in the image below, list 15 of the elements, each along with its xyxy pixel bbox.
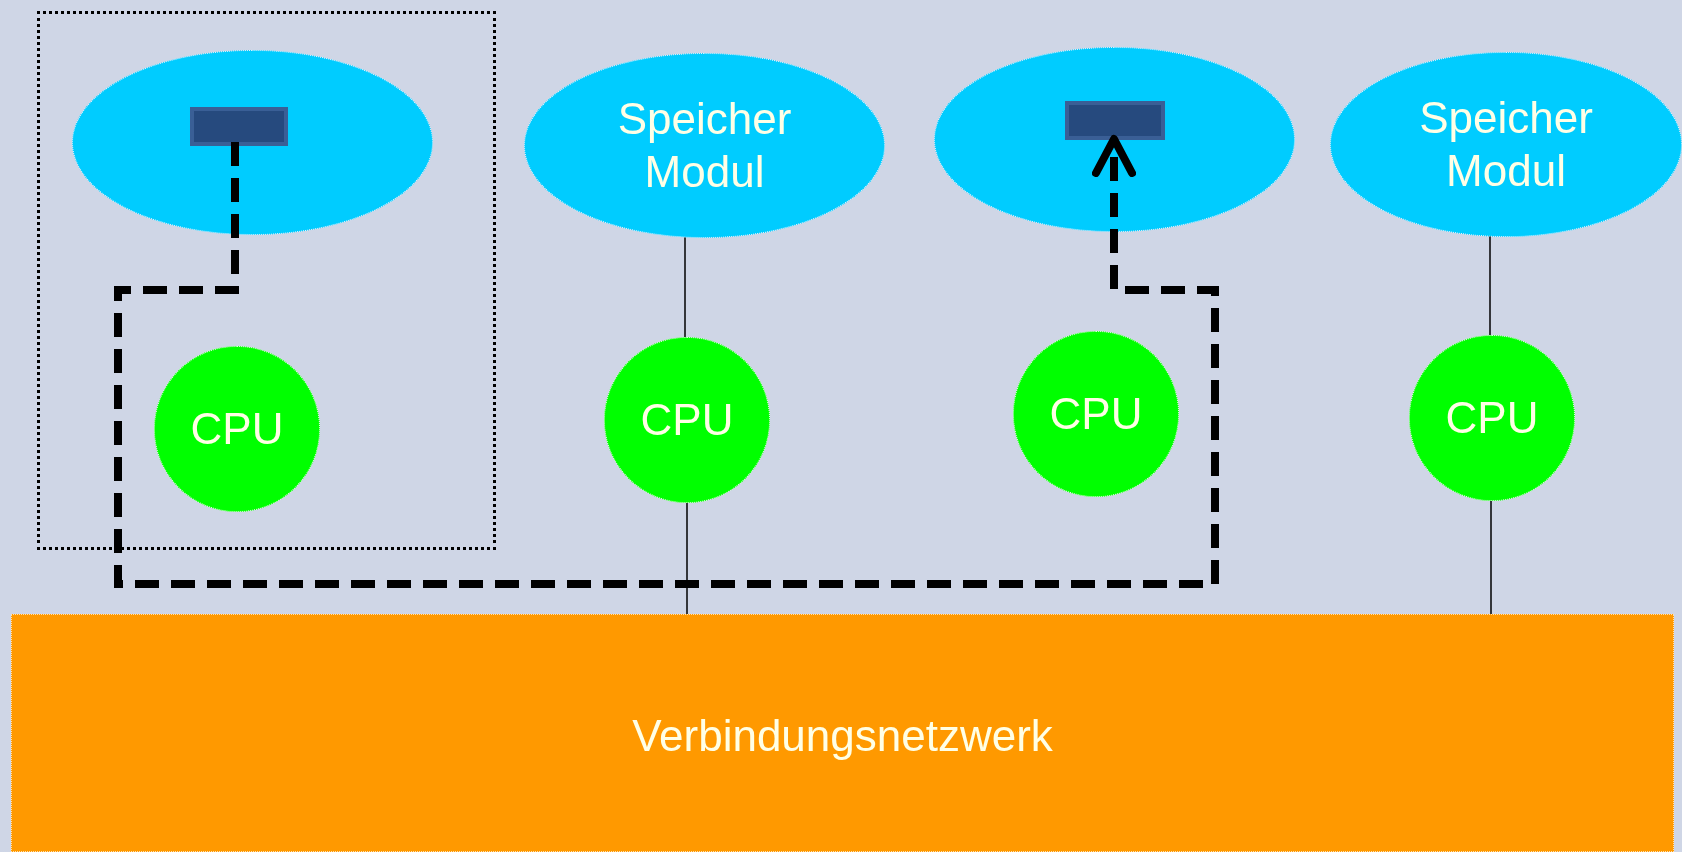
dashed-arrow — [114, 135, 1219, 588]
connector-line — [1490, 500, 1492, 615]
connector-line — [686, 502, 688, 615]
cpu-circle: CPU — [1409, 335, 1575, 501]
network-band: Verbindungsnetzwerk — [11, 614, 1674, 852]
memory-ellipse: Speicher Modul — [524, 53, 885, 238]
connector-line — [684, 236, 686, 338]
memory-block — [1065, 101, 1165, 140]
memory-block — [190, 107, 288, 146]
cpu-circle: CPU — [154, 346, 320, 512]
cpu-circle: CPU — [604, 337, 770, 503]
memory-ellipse: Speicher Modul — [1330, 52, 1682, 237]
node-group-frame — [37, 11, 496, 550]
cpu-circle: CPU — [1013, 331, 1179, 497]
connector-line — [1489, 235, 1491, 336]
